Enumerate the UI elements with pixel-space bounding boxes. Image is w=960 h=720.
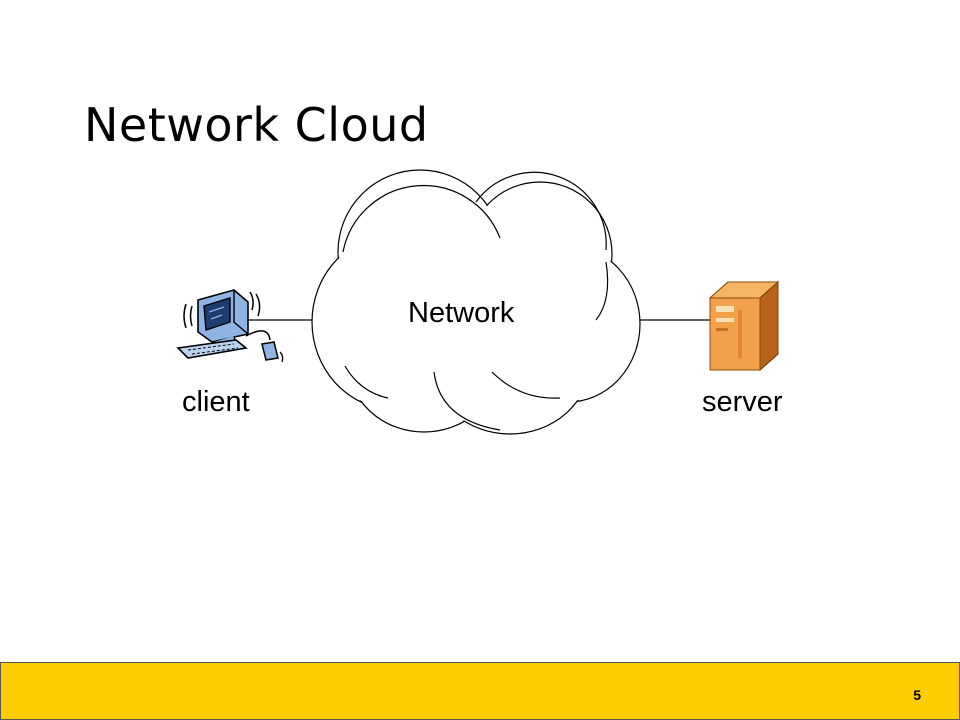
client-computer-icon [176, 289, 284, 363]
network-cloud [311, 169, 641, 435]
slide-title: Network Cloud [84, 98, 429, 152]
footer-bar: 5 [0, 662, 960, 720]
client-label: client [182, 386, 250, 418]
cloud-label: Network [408, 297, 515, 329]
page-number: 5 [913, 687, 921, 703]
server-tower-icon [708, 280, 780, 372]
server-label: server [702, 386, 783, 418]
network-diagram [176, 169, 780, 435]
